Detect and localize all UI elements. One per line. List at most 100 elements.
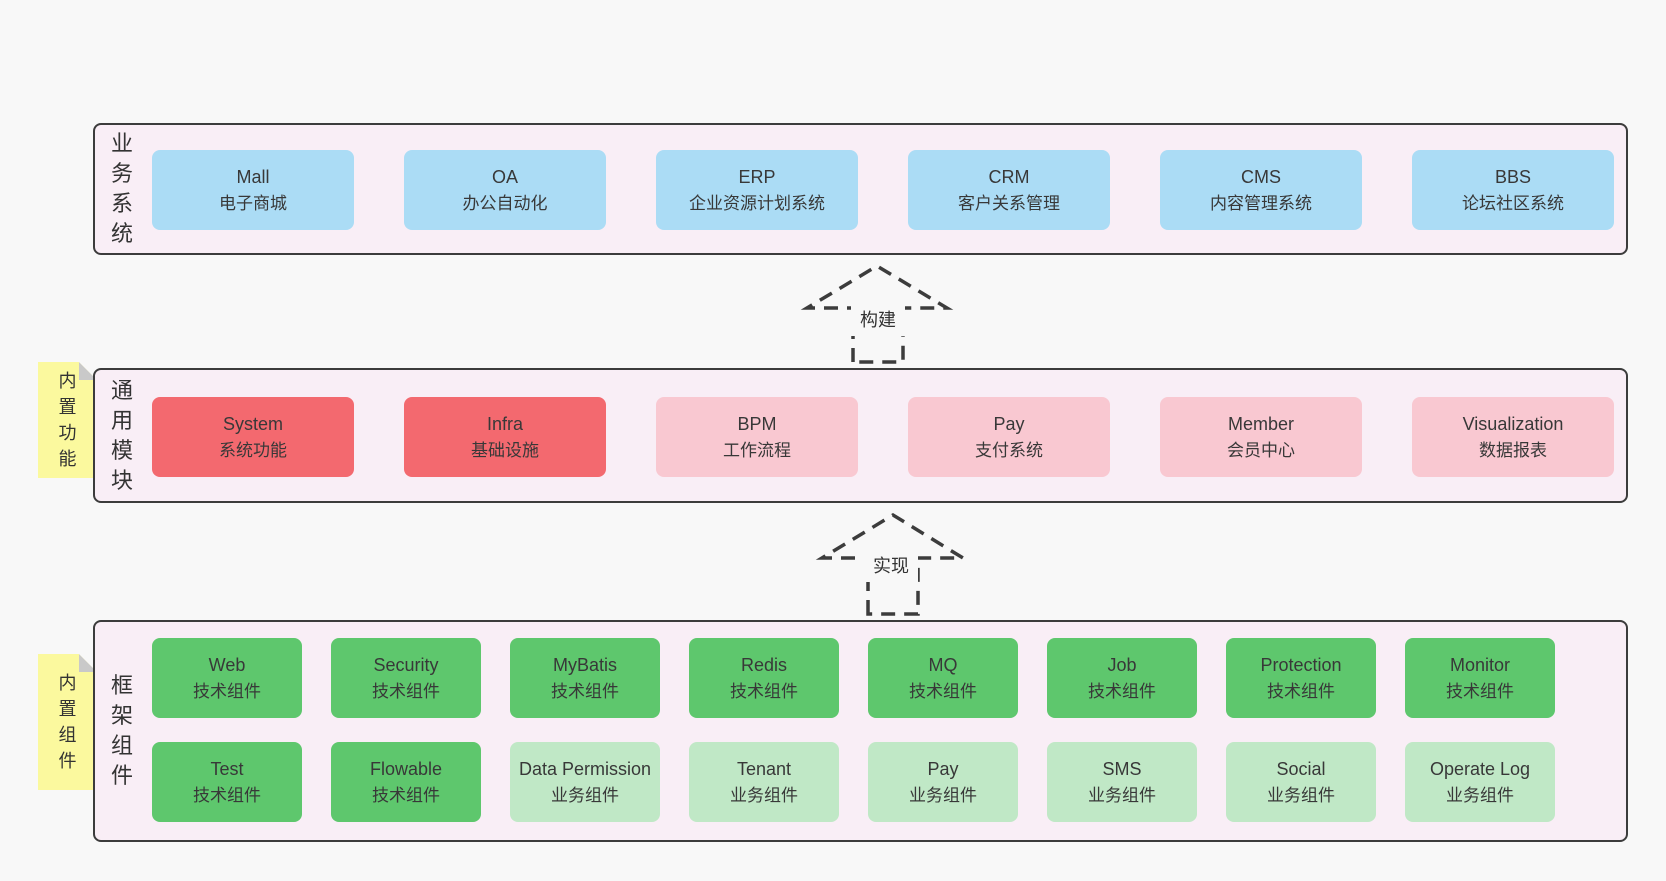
- box-protection: Protection 技术组件: [1226, 638, 1376, 718]
- box-subtitle: 系统功能: [219, 441, 287, 461]
- box-subtitle: 业务组件: [1088, 786, 1156, 806]
- band-row: Test 技术组件 Flowable 技术组件 Data Permission 业务组件 T…: [152, 742, 1555, 822]
- box-bpm: BPM 工作流程: [656, 397, 858, 477]
- box-cms: CMS 内容管理系统: [1160, 150, 1362, 230]
- box-subtitle: 技术组件: [193, 682, 261, 702]
- box-security: Security 技术组件: [331, 638, 481, 718]
- box-title: Protection: [1260, 654, 1342, 675]
- band-row: Mall 电子商城 OA 办公自动化 ERP 企业资源计划系统 CRM 客户关系管理 CMS 内容…: [152, 150, 1614, 230]
- box-subtitle: 技术组件: [730, 682, 798, 702]
- box-title: Infra: [486, 413, 524, 434]
- arrow-label-build: 构建: [851, 302, 905, 336]
- box-title: Web: [208, 654, 246, 675]
- box-mybatis: MyBatis 技术组件: [510, 638, 660, 718]
- box-subtitle: 电子商城: [219, 194, 287, 214]
- band-label-common-modules: 通用模块: [110, 377, 133, 493]
- box-subtitle: 技术组件: [1446, 682, 1514, 702]
- box-infra: Infra 基础设施: [404, 397, 606, 477]
- box-monitor: Monitor 技术组件: [1405, 638, 1555, 718]
- box-social: Social 业务组件: [1226, 742, 1376, 822]
- box-redis: Redis 技术组件: [689, 638, 839, 718]
- box-subtitle: 技术组件: [1267, 682, 1335, 702]
- box-subtitle: 技术组件: [1088, 682, 1156, 702]
- box-flowable: Flowable 技术组件: [331, 742, 481, 822]
- box-visualization: Visualization 数据报表: [1412, 397, 1614, 477]
- box-title: Flowable: [369, 758, 443, 779]
- box-system: System 系统功能: [152, 397, 354, 477]
- box-crm: CRM 客户关系管理: [908, 150, 1110, 230]
- box-title: Pay: [993, 413, 1025, 434]
- box-title: MyBatis: [552, 654, 617, 675]
- box-title: Test: [210, 758, 244, 779]
- band-row: System 系统功能 Infra 基础设施 BPM 工作流程 Pay 支付系统 Member 会…: [152, 397, 1614, 477]
- box-subtitle: 业务组件: [1267, 786, 1335, 806]
- arrow-label-implement: 实现: [864, 548, 918, 582]
- box-title: CRM: [988, 166, 1030, 187]
- box-subtitle: 技术组件: [551, 682, 619, 702]
- box-data-permission: Data Permission 业务组件: [510, 742, 660, 822]
- box-operate-log: Operate Log 业务组件: [1405, 742, 1555, 822]
- box-oa: OA 办公自动化: [404, 150, 606, 230]
- box-title: CMS: [1241, 166, 1281, 187]
- box-subtitle: 工作流程: [723, 441, 791, 461]
- box-title: MQ: [928, 654, 958, 675]
- sticky-label: 内置组件: [58, 673, 77, 771]
- box-web: Web 技术组件: [152, 638, 302, 718]
- box-title: Security: [373, 654, 439, 675]
- box-title: Job: [1107, 654, 1137, 675]
- box-title: BBS: [1494, 166, 1532, 187]
- band-label-business-systems: 业务系统: [110, 131, 133, 246]
- box-mall: Mall 电子商城: [152, 150, 354, 230]
- box-pay: Pay 支付系统: [908, 397, 1110, 477]
- band-label-framework-components: 框架组件: [110, 673, 133, 788]
- box-title: Social: [1276, 758, 1326, 779]
- box-title: Visualization: [1462, 413, 1564, 434]
- box-subtitle: 业务组件: [1446, 786, 1514, 806]
- box-title: Monitor: [1449, 654, 1511, 675]
- box-subtitle: 技术组件: [193, 786, 261, 806]
- band-business-systems: 业务系统 Mall 电子商城 OA 办公自动化 ERP 企业资源计划系统 CRM 客户关系管理…: [93, 123, 1628, 255]
- sticky-note-built-in-components: 内置组件: [38, 654, 97, 790]
- box-title: Tenant: [736, 758, 792, 779]
- sticky-label: 内置功能: [58, 371, 77, 469]
- box-title: Member: [1227, 413, 1294, 434]
- box-subtitle: 业务组件: [909, 786, 977, 806]
- band-common-modules: 通用模块 System 系统功能 Infra 基础设施 BPM 工作流程 Pay 支付系统 Me…: [93, 368, 1628, 503]
- box-subtitle: 论坛社区系统: [1462, 194, 1564, 214]
- box-subtitle: 会员中心: [1227, 441, 1295, 461]
- box-subtitle: 办公自动化: [462, 194, 548, 214]
- box-subtitle: 业务组件: [551, 786, 619, 806]
- box-subtitle: 内容管理系统: [1210, 194, 1312, 214]
- box-subtitle: 客户关系管理: [958, 194, 1060, 214]
- box-subtitle: 技术组件: [372, 786, 440, 806]
- box-title: Redis: [740, 654, 788, 675]
- box-title: Data Permission: [518, 758, 652, 779]
- box-title: Operate Log: [1429, 758, 1531, 779]
- box-subtitle: 数据报表: [1479, 441, 1547, 461]
- box-subtitle: 支付系统: [975, 441, 1043, 461]
- sticky-note-built-in-features: 内置功能: [38, 362, 97, 478]
- box-subtitle: 企业资源计划系统: [689, 194, 825, 214]
- box-job: Job 技术组件: [1047, 638, 1197, 718]
- dashed-up-arrow-implement-icon: [815, 512, 970, 616]
- box-subtitle: 基础设施: [471, 441, 539, 461]
- box-title: System: [222, 413, 283, 434]
- box-subtitle: 技术组件: [372, 682, 440, 702]
- box-sms: SMS 业务组件: [1047, 742, 1197, 822]
- box-test: Test 技术组件: [152, 742, 302, 822]
- box-bbs: BBS 论坛社区系统: [1412, 150, 1614, 230]
- box-title: ERP: [738, 166, 776, 187]
- box-member: Member 会员中心: [1160, 397, 1362, 477]
- box-erp: ERP 企业资源计划系统: [656, 150, 858, 230]
- box-title: OA: [491, 166, 518, 187]
- box-title: SMS: [1102, 758, 1142, 779]
- dashed-up-arrow-build-icon: [800, 263, 954, 364]
- box-title: BPM: [737, 413, 777, 434]
- box-title: Mall: [236, 166, 270, 187]
